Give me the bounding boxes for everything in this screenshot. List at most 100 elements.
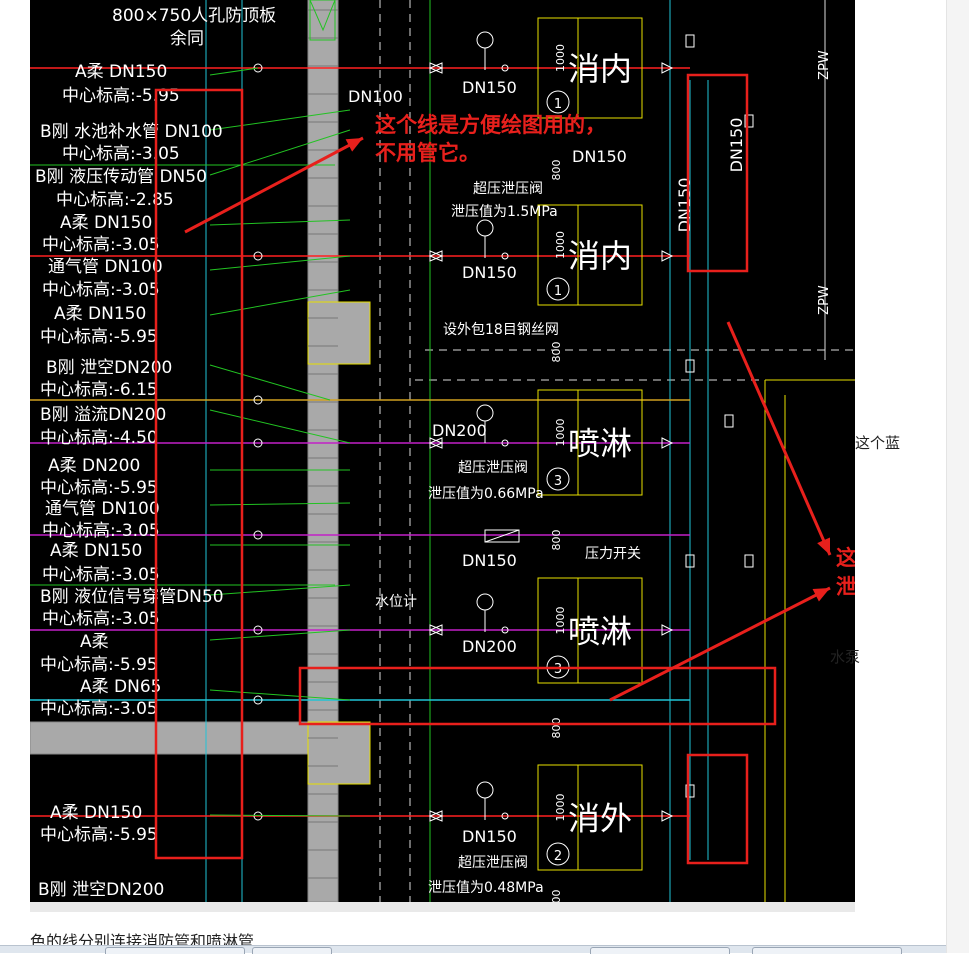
pipe-node [253,63,263,73]
pipe-node [253,251,263,261]
check-valve [661,437,674,449]
valve [428,810,443,822]
pipe-annotation-label: B刚 水池补水管 DN100 [40,122,223,142]
taskbar-button[interactable] [105,947,245,954]
pipe-annotation-label: A柔 DN150 [60,213,152,233]
pressure-gauge [476,404,494,422]
relief-valve-symbol [484,529,520,543]
dimension-label: 800 [550,718,563,739]
pipe-annotation-label: 中心标高:-2.85 [56,190,174,210]
annotation-arrow-top-head [345,138,363,152]
pipe-annotation-label: A柔 DN150 [50,541,142,561]
relief-valve-label: 超压泄压阀 [458,460,528,476]
pipe-annotation-label: B刚 液压传动管 DN50 [35,167,207,187]
relief-valve-label: 泄压值为1.5MPa [451,204,558,220]
pipe-annotation-label: 中心标高:-3.05 [42,565,160,585]
pump-number: 1 [554,284,562,299]
pipe-marker [685,359,695,373]
pipe-annotation-label: A柔 DN200 [48,456,140,476]
annotation-text-right: 这个线是 [836,546,855,570]
pipe-annotation-label: A柔 DN65 [80,677,161,697]
pump-dim: 1000 [554,44,567,72]
pump-block [537,204,643,306]
pipe-node [253,395,263,405]
pump-dim: 1000 [554,607,567,635]
dn-label: DN200 [462,637,517,656]
pipe-annotation-label: 中心标高:-3.05 [42,521,160,541]
annotation-arrow-lower-head [812,588,830,602]
pipe-marker [685,34,695,48]
mesh-note-label: 设外包18目钢丝网 [443,322,559,338]
valve [428,437,443,449]
annotation-text-top: 不用管它。 [375,141,480,165]
pump-label: 消内 [568,237,632,275]
pipe-marker [724,414,734,428]
pipe-marker [685,554,695,568]
pressure-gauge [476,781,494,799]
annotation-arrow-right-head [817,537,830,555]
pump-label: 喷淋 [568,613,632,651]
pressure-gauge [476,593,494,611]
pump-number: 2 [554,849,562,864]
pipe-annotation-label: B刚 泄空DN200 [46,358,172,378]
dimension-label: 800 [550,530,563,551]
relief-valve-label: 泄压值为0.66MPa [428,486,544,502]
taskbar [0,945,946,954]
pipe-node [253,695,263,705]
leader-line [209,109,351,131]
annotation-box-horizontal [298,666,777,726]
pipe-marker [744,114,754,128]
pipe-node [253,438,263,448]
annotation-box-right-top [686,73,749,273]
pump-block [537,764,643,871]
pipe-annotation-label: A柔 DN150 [50,803,142,823]
pipe-annotation-label: A柔 DN150 [75,62,167,82]
pump-number-circle [546,467,570,491]
dn-label: DN200 [432,421,487,440]
wall-marker [309,0,336,32]
dimension-label: 800 [550,342,563,363]
leader-line [209,689,351,701]
zpw-label: ZPW [817,50,832,80]
dn-label: DN150 [462,551,517,570]
image-bottom-border [30,902,855,912]
pump-label: 喷淋 [568,425,632,463]
check-valve [661,250,674,262]
water-level-gauge-label: 水位计 [375,594,417,610]
leader-line [209,502,351,506]
dimension-label: 800 [550,890,563,903]
annotation-text-top: 这个线是方便绘图用的， [375,113,606,137]
taskbar-button[interactable] [752,947,902,954]
pipe-annotation-label: A柔 [80,632,109,652]
pump-number-circle [546,90,570,114]
dn-label: DN150 [572,147,627,166]
leader-line [209,364,331,401]
valve-node [501,64,509,72]
dn-label: DN150 [462,263,517,282]
valve-node [501,626,509,634]
annotation-arrow-right [726,321,832,556]
side-note-top: 这个蓝 [855,434,901,452]
pipe-annotation-label: 余同 [170,29,204,49]
leader-line [209,289,351,316]
pump-dim: 1000 [554,419,567,447]
valve-node [501,812,509,820]
annotation-box-right-bottom [686,753,749,865]
valve [428,62,443,74]
taskbar-button[interactable] [252,947,332,954]
pipe-marker [685,784,695,798]
leader-line [209,255,351,271]
pipe-annotation-label: B刚 液位信号穿管DN50 [40,587,224,607]
pipe-annotation-label: 中心标高:-5.95 [62,86,180,106]
leader-line [209,629,351,641]
valve-node [501,439,509,447]
pump-dim: 1000 [554,794,567,822]
taskbar-button[interactable] [590,947,730,954]
dn-label: DN100 [348,87,403,106]
leader-line [209,67,259,76]
dimension-label: 800 [550,160,563,181]
pipe-annotation-label: 中心标高:-5.95 [40,825,158,845]
check-valve [661,810,674,822]
vertical-dn-label: DN150 [675,178,694,233]
scrollbar[interactable] [946,0,969,953]
